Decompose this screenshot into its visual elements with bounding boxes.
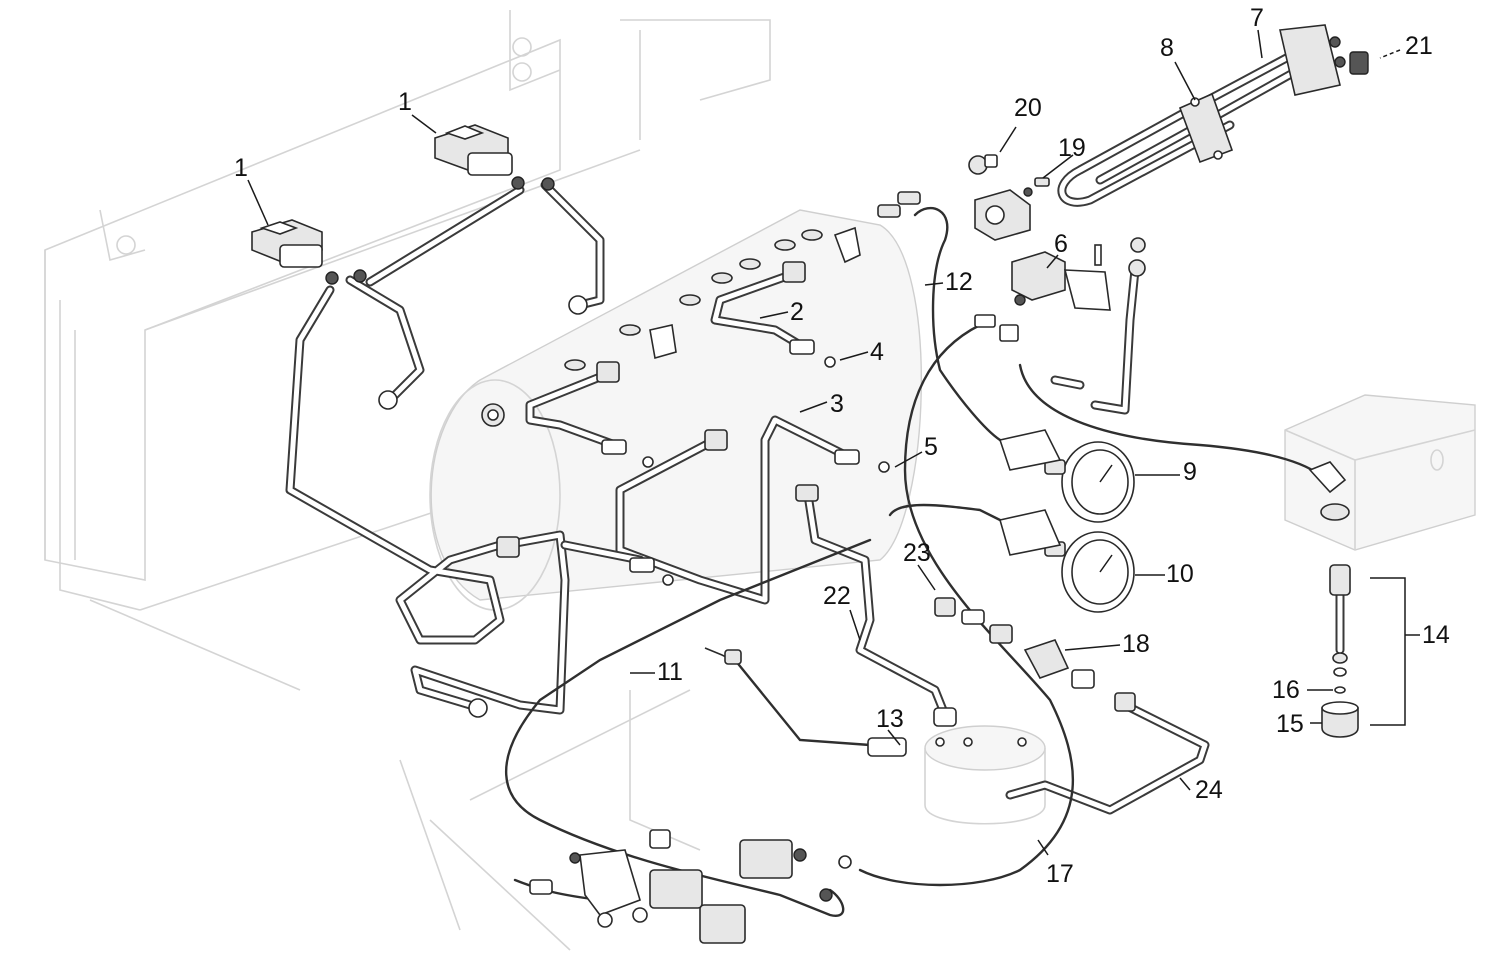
callout-13: 13 [876, 705, 904, 733]
heating-element [1057, 24, 1369, 207]
callout-23: 23 [903, 539, 931, 567]
boiler-tank-ghost [429, 209, 922, 611]
probe-13 [704, 484, 957, 757]
callout-12: 12 [945, 268, 973, 296]
callout-24: 24 [1195, 776, 1223, 804]
callout-1-left: 1 [234, 154, 248, 182]
callout-3: 3 [830, 390, 844, 418]
callout-17: 17 [1046, 860, 1074, 888]
lower-valve-assembly [529, 829, 852, 944]
callout-labels: 1 1 2 3 4 5 6 7 8 9 10 11 12 13 14 15 16… [234, 4, 1450, 888]
callout-20: 20 [1014, 94, 1042, 122]
callout-9: 9 [1183, 458, 1197, 486]
callout-14: 14 [1422, 621, 1450, 649]
callout-19: 19 [1058, 134, 1086, 162]
connector-18 [934, 597, 1136, 712]
solenoid-valve-right [434, 124, 555, 191]
callout-10: 10 [1166, 560, 1194, 588]
callout-1-right: 1 [398, 88, 412, 116]
callout-6: 6 [1054, 230, 1068, 258]
pressure-gauge-9 [998, 429, 1135, 523]
pressure-switch-19 [974, 177, 1050, 241]
drip-tray-ghost [924, 725, 1046, 825]
callout-18: 18 [1122, 630, 1150, 658]
callout-15: 15 [1276, 710, 1304, 738]
callout-4: 4 [870, 338, 884, 366]
callout-8: 8 [1160, 34, 1174, 62]
callout-11: 11 [657, 658, 683, 686]
pressure-gauge-10 [998, 509, 1135, 613]
callout-22: 22 [823, 582, 851, 610]
callout-2: 2 [790, 298, 804, 326]
valve-6 [974, 237, 1146, 342]
callout-16: 16 [1272, 676, 1300, 704]
callout-21: 21 [1405, 32, 1433, 60]
leader-lines [247, 29, 1420, 856]
fittings [378, 191, 921, 718]
pipework [285, 180, 1345, 815]
solenoid-valve-left [251, 219, 367, 285]
drain-fitting-14 [1308, 461, 1359, 738]
sensor-20 [968, 154, 998, 175]
callout-7: 7 [1250, 4, 1264, 32]
machine-frame-ghost [44, 10, 771, 951]
callout-5: 5 [924, 433, 938, 461]
